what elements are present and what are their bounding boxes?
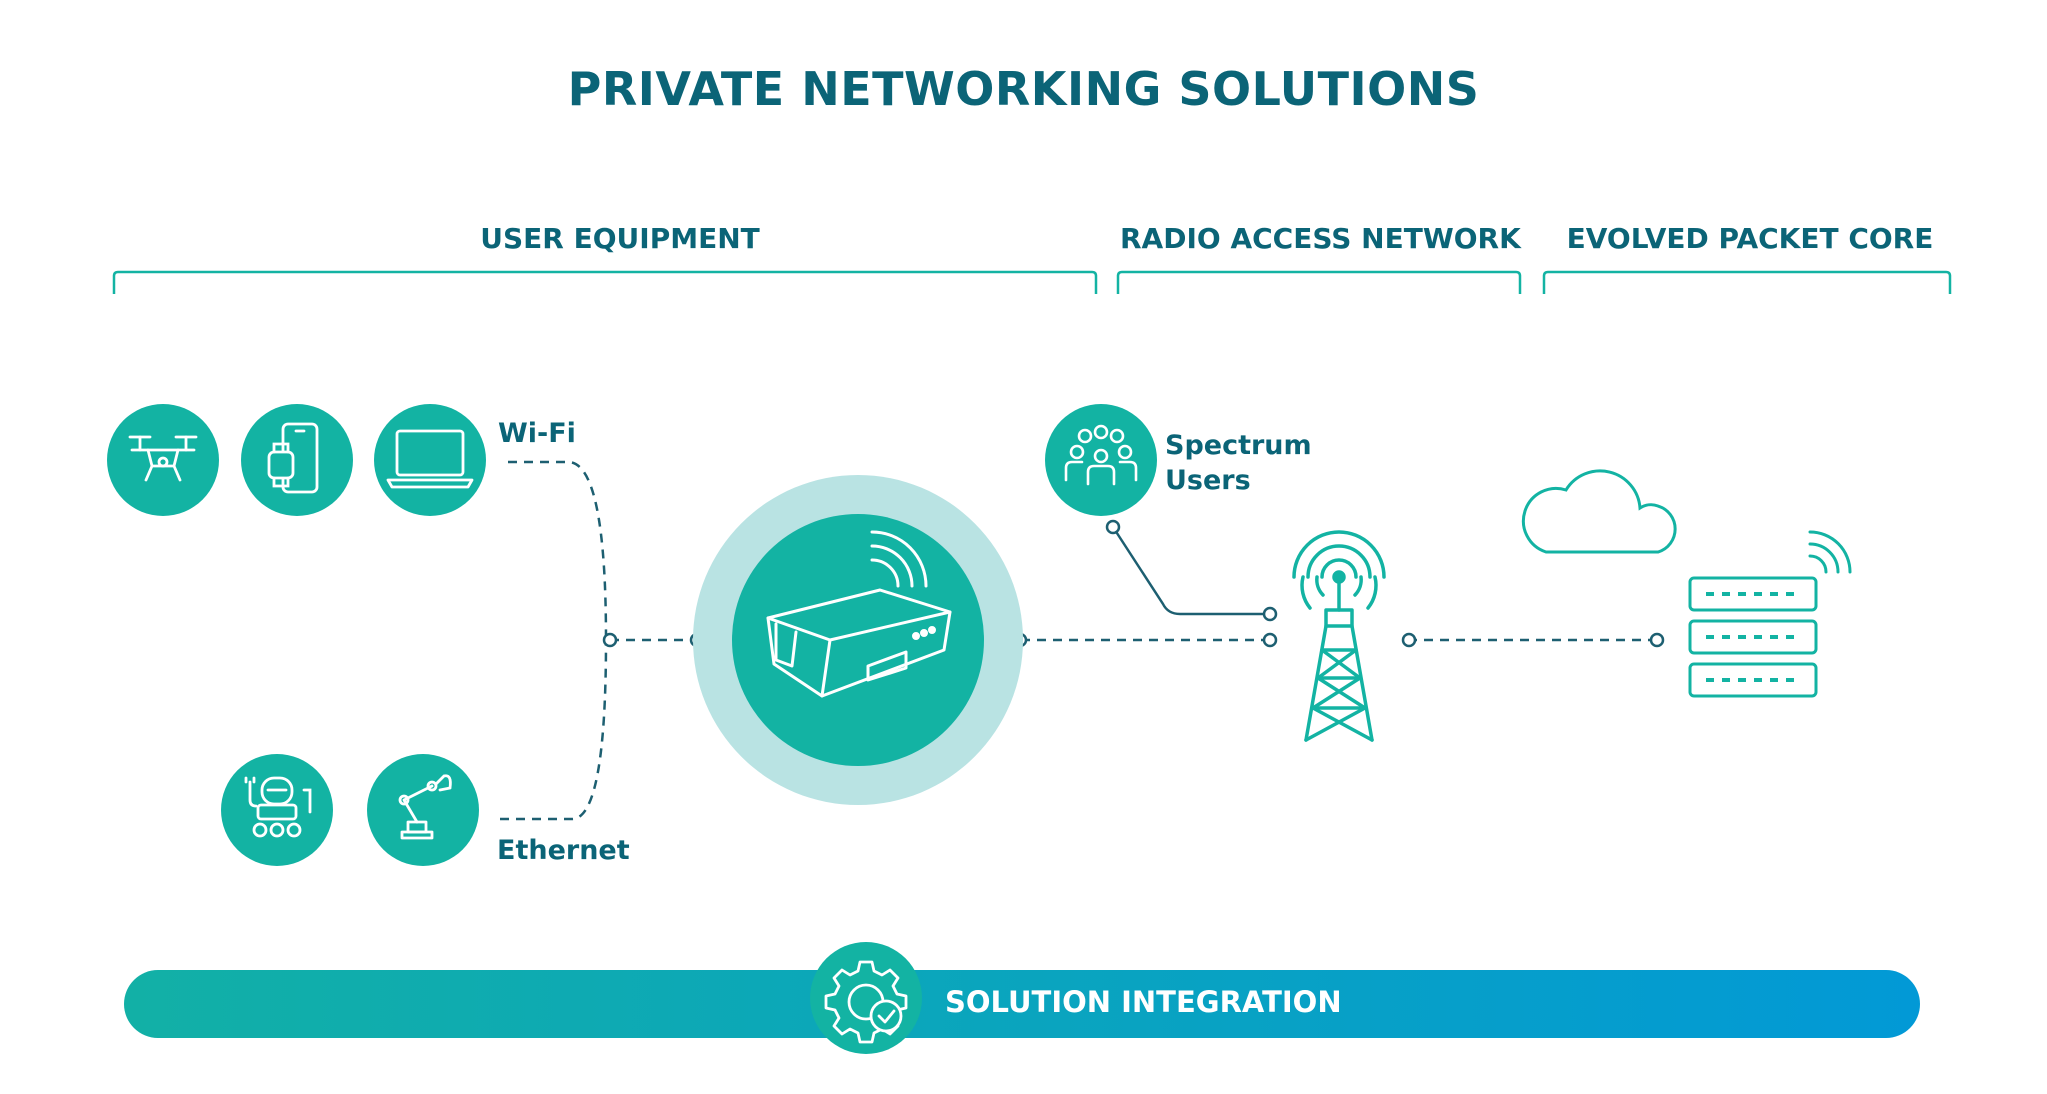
core-in-node [1649,632,1665,648]
cloud-icon [1521,469,1677,554]
junction-node [602,632,618,648]
wifi-label: Wi-Fi [498,418,576,449]
section-radio-access-network: RADIO ACCESS NETWORK [1120,222,1521,255]
ethernet-connector [500,639,608,821]
ethernet-label: Ethernet [497,835,630,866]
laptop-icon [374,404,486,516]
gateway-router-icon [693,475,1023,805]
server-icon [1688,530,1852,698]
section-user-equipment: USER EQUIPMENT [480,222,760,255]
bracket-evolved-packet-core [1542,270,1952,294]
drone-icon [107,404,219,516]
smartwatch-phone-icon [241,404,353,516]
tower-spectrum-node [1262,606,1278,622]
tower-out-node [1401,632,1417,648]
spectrum-users-label-line2: Users [1165,465,1251,496]
page-title: PRIVATE NETWORKING SOLUTIONS [567,62,1480,116]
robot-arm-icon [367,754,479,866]
spectrum-connector [1111,526,1268,616]
cell-tower-icon [1292,530,1386,742]
bracket-radio-access-network [1116,270,1522,294]
bracket-user-equipment [112,270,1098,294]
people-group-icon [1045,404,1157,516]
gear-check-icon [810,942,922,1054]
tower-in-node [1262,632,1278,648]
solution-integration-label: SOLUTION INTEGRATION [945,985,1342,1019]
solution-integration-bar [124,970,1920,1038]
spectrum-users-label-line1: Spectrum [1165,430,1312,461]
robot-icon [221,754,333,866]
section-evolved-packet-core: EVOLVED PACKET CORE [1566,222,1934,255]
wifi-connector [508,460,608,641]
spectrum-node [1105,519,1121,535]
